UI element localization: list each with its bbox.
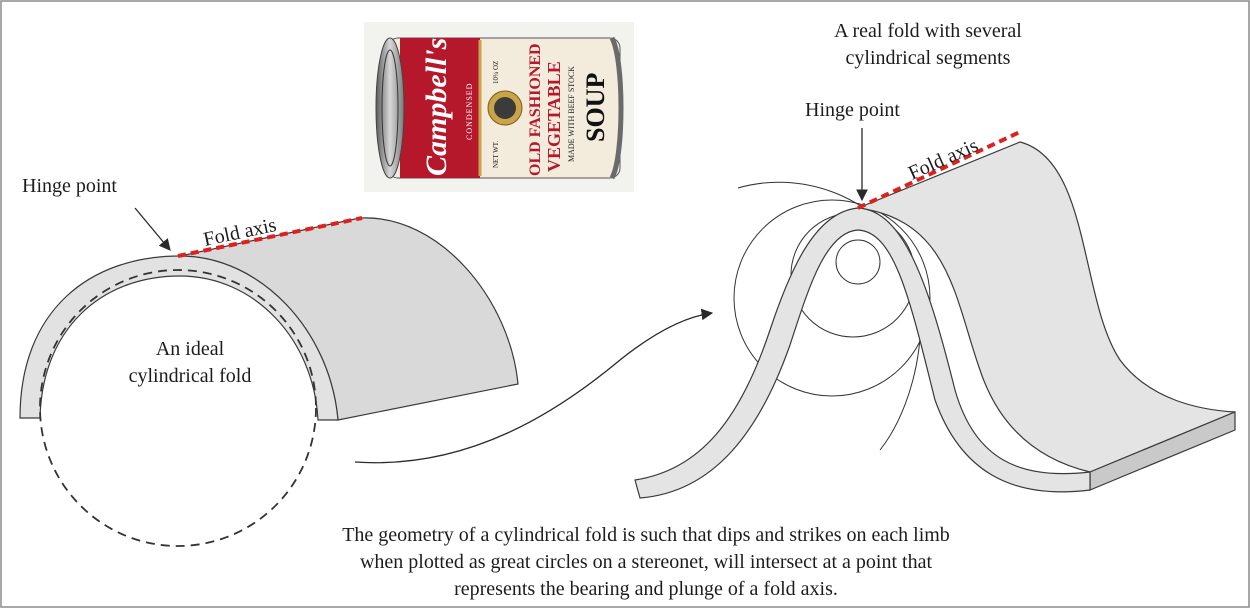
caption: The geometry of a cylindrical fold is su… xyxy=(342,524,950,600)
real-fold: A real fold with several cylindrical seg… xyxy=(634,20,1236,499)
ideal-circle xyxy=(39,269,317,547)
caption-line3: represents the bearing and plunge of a f… xyxy=(454,578,838,600)
can-soup-text: SOUP xyxy=(581,73,610,142)
segment-circle-large xyxy=(733,199,931,397)
real-fold-cross-section xyxy=(634,207,1091,499)
caption-line1: The geometry of a cylindrical fold is su… xyxy=(342,524,950,546)
ideal-fold-label-line2: cylindrical fold xyxy=(129,365,252,387)
transition-arrow xyxy=(354,308,714,464)
can-weight-text: 10¾ OZ xyxy=(492,61,500,84)
can-medallion-center xyxy=(494,97,516,119)
can-brand-text: Campbell's xyxy=(420,38,453,176)
can-variety-line1: OLD FASHIONED xyxy=(527,43,544,176)
can-subtitle: MADE WITH BEEF STOCK xyxy=(567,66,576,162)
can-variety-line2: VEGETABLE xyxy=(544,61,564,172)
real-fold-label-line2: cylindrical segments xyxy=(846,47,1011,69)
can-lid-rim xyxy=(381,49,399,167)
segment-circle-small xyxy=(835,239,881,285)
hinge-point-label-left: Hinge point xyxy=(22,175,117,197)
can-bottom-rim xyxy=(609,36,624,180)
can-lid xyxy=(375,37,405,179)
can-net-wt-text: NET WT. xyxy=(492,141,500,168)
fold-axis-line-right xyxy=(857,129,1023,210)
can-condensed-text: CONDENSED xyxy=(465,83,474,140)
real-fold-label-line1: A real fold with several xyxy=(834,20,1022,42)
hinge-point-label-right: Hinge point xyxy=(805,99,900,121)
ideal-fold: Hinge point Fold axis An ideal cylindric… xyxy=(19,175,519,547)
ideal-fold-label-line1: An ideal xyxy=(156,338,225,360)
caption-line2: when plotted as great circles on a stere… xyxy=(360,551,932,573)
hinge-pointer-left xyxy=(134,207,171,251)
soup-can-image: Campbell's CONDENSED NET WT. 10¾ OZ OLD … xyxy=(364,22,634,192)
can-red-band xyxy=(400,38,480,178)
fold-axis-line-left xyxy=(177,216,363,258)
